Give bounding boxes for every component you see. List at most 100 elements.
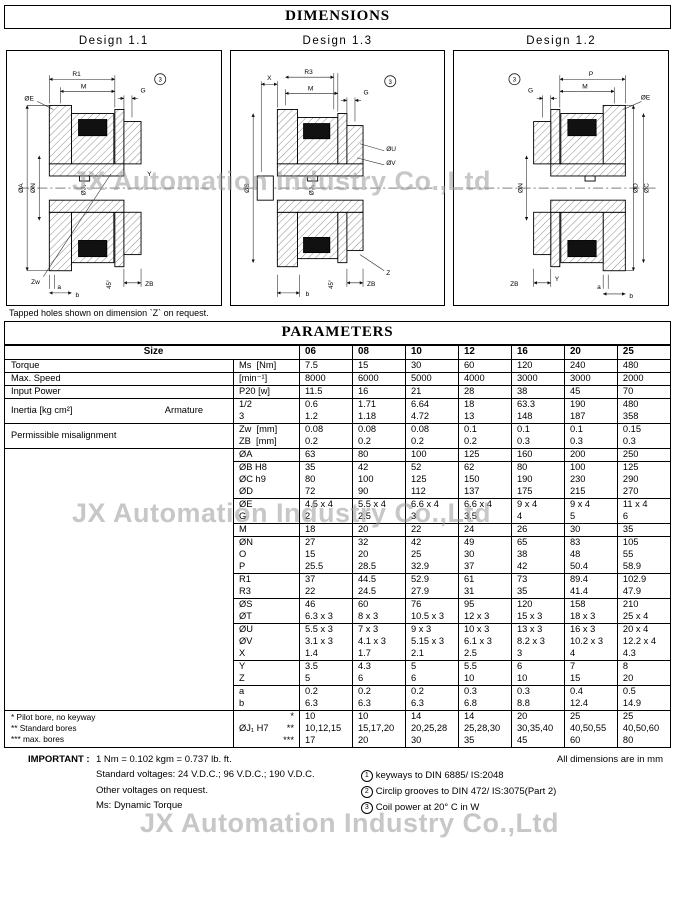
row-sub-label: Zw [mm] <box>232 423 300 436</box>
cell-value: 25 <box>563 710 618 723</box>
cell-value: 42 <box>510 560 565 574</box>
cell-value: 30 <box>404 734 459 748</box>
cell-value: 30 <box>457 548 512 561</box>
size-col-header: 10 <box>404 345 459 360</box>
cell-value: 3.5 <box>457 510 512 524</box>
cell-value: 58.9 <box>616 560 671 574</box>
cell-value: 9 x 4 <box>563 498 618 511</box>
cell-value: 73 <box>510 573 565 586</box>
important-lines: 1 Nm = 0.102 kgm = 0.737 lb. ft.Standard… <box>96 754 315 816</box>
cell-value: 2.5 <box>352 510 406 524</box>
cell-value: 10.5 x 3 <box>404 610 459 624</box>
circled-note-3-icon: 3 <box>159 78 163 84</box>
cell-value: 0.5 <box>616 685 671 698</box>
row-sub-label: ØC h9 <box>232 473 300 486</box>
cell-value: 38 <box>510 548 565 561</box>
row-sub-label: G <box>232 510 300 524</box>
cell-value: 9 x 4 <box>510 498 565 511</box>
cell-value: 40,50,55 <box>563 722 618 735</box>
cell-value: 15 <box>352 359 406 373</box>
cell-value: 10 <box>352 710 406 723</box>
cell-value: 65 <box>510 536 565 549</box>
cell-value: 102.9 <box>616 573 671 586</box>
cell-value: 480 <box>616 359 671 373</box>
cell-value: 6.3 x 3 <box>299 610 353 624</box>
cell-value: 22 <box>299 585 353 599</box>
cell-value: 20 <box>616 672 671 686</box>
cell-value: 45 <box>563 385 618 399</box>
clutch-section-shapes <box>256 109 364 268</box>
cell-value: 0.2 <box>404 685 459 698</box>
dimensions-banner: DIMENSIONS <box>4 5 671 29</box>
cell-value: 45 <box>510 734 565 748</box>
row-sub-label: b <box>232 697 300 711</box>
cell-value: 25 <box>616 710 671 723</box>
cell-value: 148 <box>510 410 565 424</box>
cell-value: 16 <box>352 385 406 399</box>
cell-value: 2.1 <box>404 647 459 661</box>
cell-value: 4.3 <box>352 660 406 673</box>
cell-value: 35 <box>457 734 512 748</box>
cell-value: 6000 <box>352 372 406 386</box>
cell-value: 6.64 <box>404 398 459 411</box>
cell-value: 0.6 <box>299 398 353 411</box>
cell-value: 190 <box>563 398 618 411</box>
dim-label-b: b <box>630 293 634 300</box>
cell-value: 0.2 <box>352 435 406 449</box>
design-panel-1-2: Design 1.2 <box>453 32 670 306</box>
cell-value: 0.2 <box>457 435 512 449</box>
row-sub-label: R3 <box>232 585 300 599</box>
cell-value: 35 <box>299 461 353 474</box>
chamfer-label: 45° <box>107 279 113 289</box>
cell-value: 26 <box>510 523 565 537</box>
cell-value: 125 <box>457 448 512 462</box>
cell-value: 150 <box>457 473 512 486</box>
dim-label-a: a <box>57 284 61 291</box>
cell-value: 8 x 3 <box>352 610 406 624</box>
dim-label-r1: R1 <box>72 71 81 78</box>
row-sub-label: ØS <box>232 598 300 611</box>
clutch-section-shapes <box>533 104 627 272</box>
cell-value: 190 <box>510 473 565 486</box>
cell-value: 42 <box>404 536 459 549</box>
cell-value: 250 <box>616 448 671 462</box>
cell-value: 41.4 <box>563 585 618 599</box>
design-title-1-3: Design 1.3 <box>302 35 373 47</box>
cell-value: 120 <box>510 359 565 373</box>
cell-value: 112 <box>404 485 459 499</box>
cell-value: 120 <box>510 598 565 611</box>
row-sub-label: ØV <box>232 635 300 648</box>
important-block: IMPORTANT : 1 Nm = 0.102 kgm = 0.737 lb.… <box>4 754 361 816</box>
cell-value: 62 <box>457 461 512 474</box>
cell-value: 0.2 <box>404 435 459 449</box>
cell-value: 0.2 <box>299 685 353 698</box>
cell-value: 24.5 <box>352 585 406 599</box>
dim-label-zb: ZB <box>145 281 154 288</box>
cell-value: 15 <box>299 548 353 561</box>
cell-value: 3000 <box>510 372 565 386</box>
cross-section-drawing-1-3: X M R3 G 3 ØS ØU ØV ØJ₁ b ZB Z 45° <box>242 69 433 298</box>
row-sub-label: 1/2 <box>232 398 300 411</box>
cell-value: 6 <box>352 672 406 686</box>
cell-value: 13 <box>457 410 512 424</box>
clutch-section-shapes <box>48 104 142 272</box>
row-sub-label: X <box>232 647 300 661</box>
cell-value: 0.1 <box>563 423 618 436</box>
size-col-header: 25 <box>616 345 671 360</box>
important-label: IMPORTANT : <box>28 753 90 765</box>
dim-label-zb: ZB <box>367 281 376 288</box>
row-group-label: Max. Speed <box>4 372 234 386</box>
cell-value: 480 <box>616 398 671 411</box>
cell-value: 1.7 <box>352 647 406 661</box>
row-group-label: Inertia [kg cm²]Armature <box>4 398 234 424</box>
